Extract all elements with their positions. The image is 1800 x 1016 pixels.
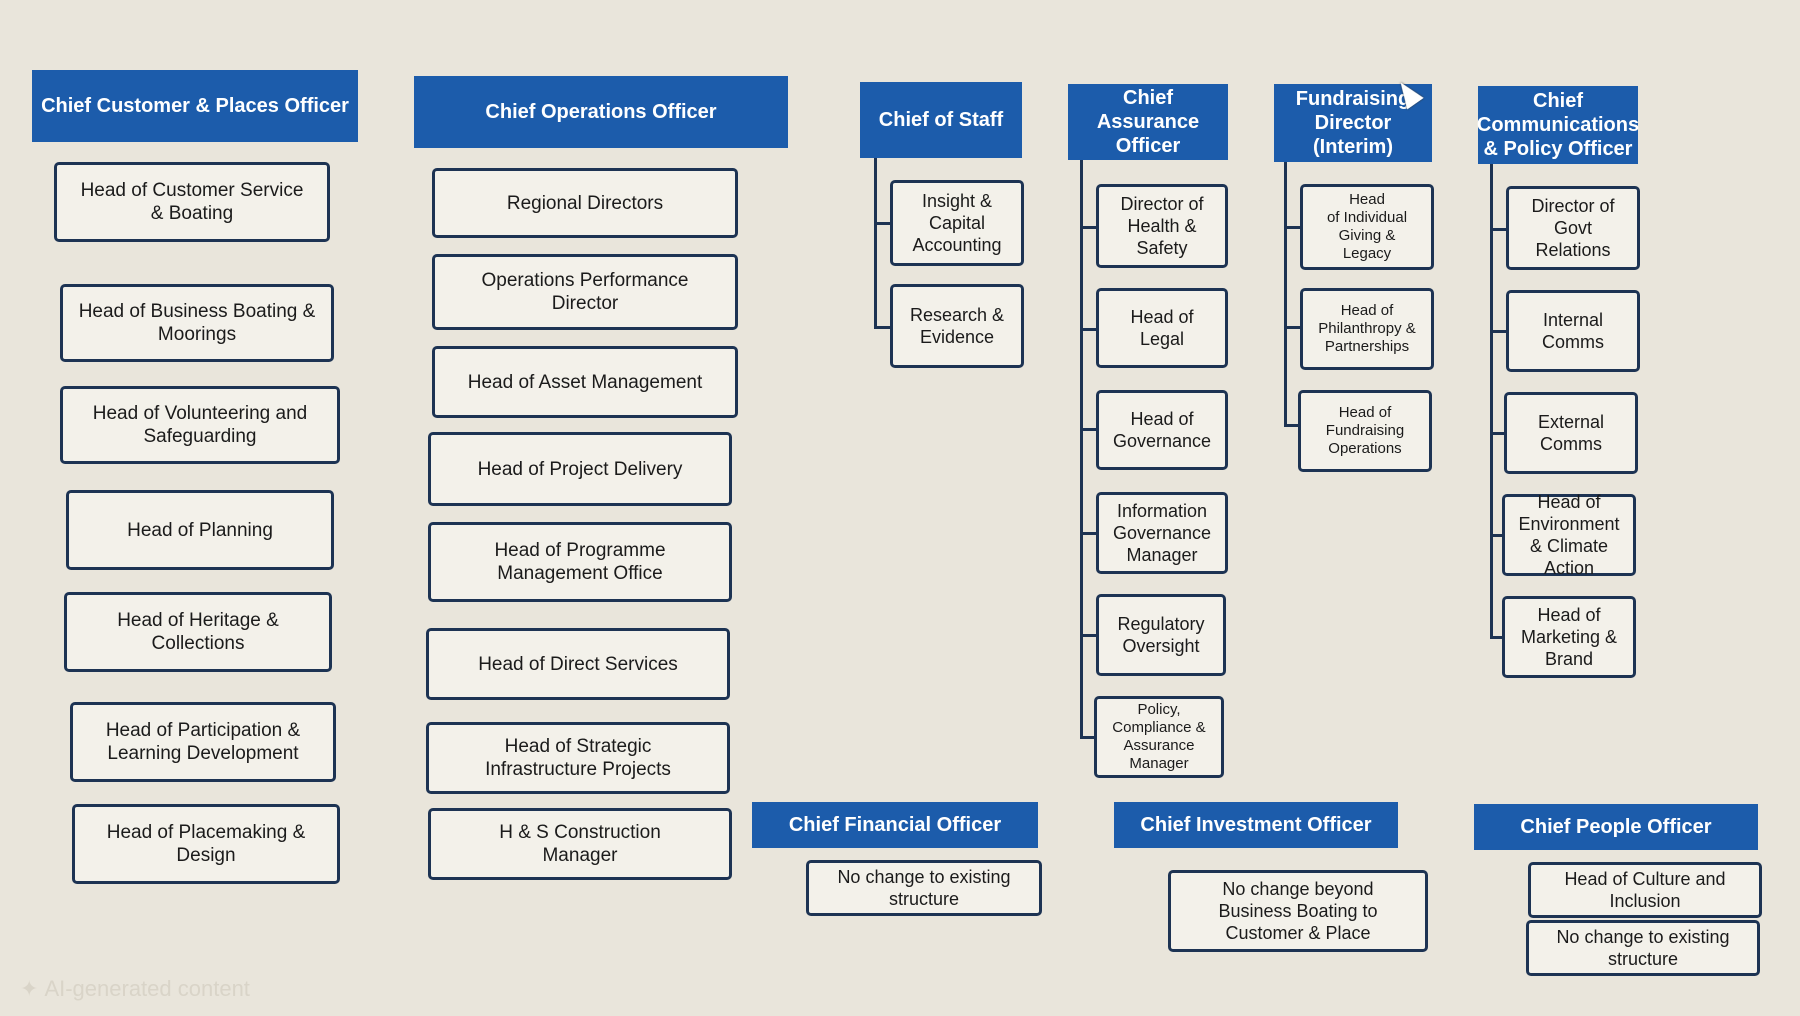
box-insight-capital-accounting: Insight & Capital Accounting xyxy=(890,180,1024,266)
connector-communications-vertical xyxy=(1490,164,1493,638)
box-head-heritage-collections: Head of Heritage & Collections xyxy=(64,592,332,672)
connector-communications-3 xyxy=(1490,432,1506,435)
header-chief-people-officer: Chief People Officer xyxy=(1474,804,1758,850)
box-head-fundraising-operations: Head of Fundraising Operations xyxy=(1298,390,1432,472)
header-chief-customer-places-officer: Chief Customer & Places Officer xyxy=(32,70,358,142)
header-chief-of-staff: Chief of Staff xyxy=(860,82,1022,158)
box-head-participation-learning: Head of Participation & Learning Develop… xyxy=(70,702,336,782)
box-external-comms: External Comms xyxy=(1504,392,1638,474)
box-head-strategic-infrastructure-projects: Head of Strategic Infrastructure Project… xyxy=(426,722,730,794)
box-head-volunteering-safeguarding: Head of Volunteering and Safeguarding xyxy=(60,386,340,464)
box-regulatory-oversight: Regulatory Oversight xyxy=(1096,594,1226,676)
box-head-governance: Head of Governance xyxy=(1096,390,1228,470)
sparkle-icon: ✦ xyxy=(20,976,39,1001)
header-fundraising-director-interim: Fundraising Director (Interim) xyxy=(1274,84,1432,162)
box-head-individual-giving-legacy: Head of Individual Giving & Legacy xyxy=(1300,184,1434,270)
box-financial-no-change: No change to existing structure xyxy=(806,860,1042,916)
connector-communications-2 xyxy=(1490,330,1506,333)
box-head-philanthropy-partnerships: Head of Philanthropy & Partnerships xyxy=(1300,288,1434,370)
box-director-health-safety: Director of Health & Safety xyxy=(1096,184,1228,268)
header-chief-communications-policy-officer: Chief Communications & Policy Officer xyxy=(1477,86,1639,164)
connector-fundraising-vertical xyxy=(1284,162,1287,426)
box-people-no-change: No change to existing structure xyxy=(1526,920,1760,976)
box-head-asset-management: Head of Asset Management xyxy=(432,346,738,418)
box-head-placemaking-design: Head of Placemaking & Design xyxy=(72,804,340,884)
connector-fundraising-1 xyxy=(1284,226,1300,229)
connector-fundraising-2 xyxy=(1284,326,1300,329)
box-head-legal: Head of Legal xyxy=(1096,288,1228,368)
connector-assurance-6 xyxy=(1080,736,1096,739)
box-investment-no-change: No change beyond Business Boating to Cus… xyxy=(1168,870,1428,952)
box-head-planning: Head of Planning xyxy=(66,490,334,570)
connector-communications-4 xyxy=(1490,534,1506,537)
connector-communications-1 xyxy=(1490,228,1506,231)
connector-assurance-4 xyxy=(1080,532,1096,535)
box-head-culture-inclusion: Head of Culture and Inclusion xyxy=(1528,862,1762,918)
box-internal-comms: Internal Comms xyxy=(1506,290,1640,372)
box-head-direct-services: Head of Direct Services xyxy=(426,628,730,700)
connector-assurance-1 xyxy=(1080,226,1096,229)
header-chief-operations-officer: Chief Operations Officer xyxy=(414,76,788,148)
connector-assurance-2 xyxy=(1080,328,1096,331)
box-policy-compliance-assurance-manager: Policy, Compliance & Assurance Manager xyxy=(1094,696,1224,778)
connector-assurance-vertical xyxy=(1080,160,1083,738)
box-regional-directors: Regional Directors xyxy=(432,168,738,238)
box-director-govt-relations: Director of Govt Relations xyxy=(1506,186,1640,270)
connector-staff-1 xyxy=(874,222,890,225)
ai-generated-watermark: ✦ AI-generated content xyxy=(20,976,250,1002)
header-chief-financial-officer: Chief Financial Officer xyxy=(752,802,1038,848)
watermark-text: AI-generated content xyxy=(44,976,250,1001)
connector-fundraising-3 xyxy=(1284,424,1300,427)
box-head-environment-climate-action: Head of Environment & Climate Action xyxy=(1502,492,1636,578)
connector-staff-vertical xyxy=(874,158,877,328)
box-head-marketing-brand: Head of Marketing & Brand xyxy=(1502,596,1636,678)
box-head-programme-management-office: Head of Programme Management Office xyxy=(428,522,732,602)
header-chief-assurance-officer: Chief Assurance Officer xyxy=(1068,84,1228,160)
box-research-evidence: Research & Evidence xyxy=(890,284,1024,368)
connector-staff-2 xyxy=(874,326,890,329)
connector-communications-5 xyxy=(1490,636,1506,639)
box-information-governance-manager: Information Governance Manager xyxy=(1096,492,1228,574)
box-head-business-boating-moorings: Head of Business Boating & Moorings xyxy=(60,284,334,362)
box-operations-performance-director: Operations Performance Director xyxy=(432,254,738,330)
box-head-project-delivery: Head of Project Delivery xyxy=(428,432,732,506)
header-chief-investment-officer: Chief Investment Officer xyxy=(1114,802,1398,848)
connector-assurance-5 xyxy=(1080,634,1096,637)
box-head-customer-service-boating: Head of Customer Service & Boating xyxy=(54,162,330,242)
connector-assurance-3 xyxy=(1080,428,1096,431)
box-hs-construction-manager: H & S Construction Manager xyxy=(428,808,732,880)
